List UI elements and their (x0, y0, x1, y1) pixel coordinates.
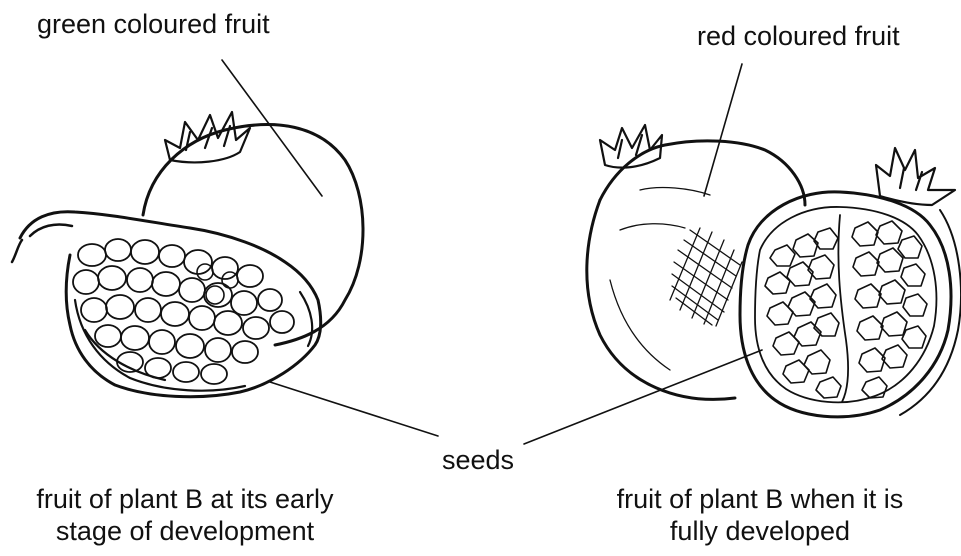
red-fruit-drawing (587, 125, 961, 417)
green-fruit-drawing (12, 112, 363, 397)
leader-seeds-left (270, 382, 438, 436)
leader-red-fruit (704, 64, 742, 196)
leader-seeds-right (524, 350, 762, 444)
red-fruit-seeds (765, 221, 927, 398)
